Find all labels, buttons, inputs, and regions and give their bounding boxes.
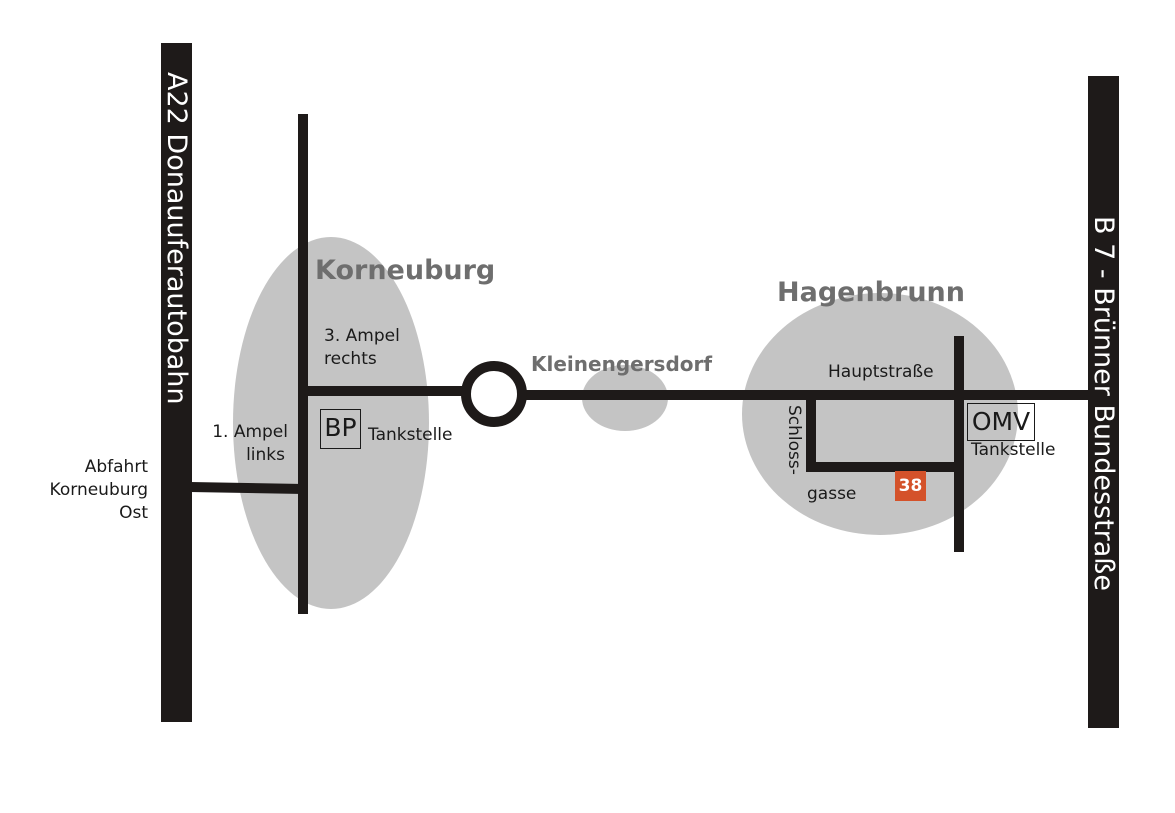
first-light-note: 1. Ampel links	[198, 421, 288, 467]
hagenbrunn-label: Hagenbrunn	[777, 277, 965, 308]
hagenbrunn-area	[742, 293, 1018, 535]
b7-highway	[1088, 76, 1119, 728]
bp-station-badge: BP	[320, 409, 361, 449]
exit-label: Abfahrt Korneuburg Ost	[22, 456, 148, 525]
schlossgasse-label-line-1: Schloss-	[784, 405, 804, 475]
korneuburg-area	[233, 237, 429, 609]
third-light-note: 3. Ampel rechts	[324, 325, 400, 371]
road-network	[189, 114, 1090, 614]
schlossgasse-label-line-2: gasse	[807, 484, 857, 504]
korneuburg-label: Korneuburg	[315, 255, 496, 286]
bp-tankstelle-label: Tankstelle	[368, 425, 453, 445]
hauptstrasse-label: Hauptstraße	[828, 362, 934, 382]
roundabout	[461, 361, 527, 427]
third-light-line-2: rechts	[324, 349, 377, 369]
exit-label-line-2: Korneuburg	[49, 480, 148, 500]
destination-marker: 38	[895, 471, 926, 501]
first-light-line-1: 1. Ampel	[212, 422, 288, 442]
third-light-line-1: 3. Ampel	[324, 326, 400, 346]
exit-road	[189, 482, 305, 494]
exit-label-line-1: Abfahrt	[84, 457, 148, 477]
first-light-line-2: links	[246, 445, 285, 465]
omv-station-badge: OMV	[967, 403, 1035, 441]
a22-highway-label: A22 Donauuferautobahn	[161, 72, 192, 405]
exit-label-line-3: Ost	[119, 503, 148, 523]
a22-highway	[161, 43, 192, 722]
b7-highway-label: B 7 - Brünner Bundesstraße	[1088, 216, 1119, 591]
omv-tankstelle-label: Tankstelle	[971, 440, 1056, 460]
kleinengersdorf-label: Kleinengersdorf	[531, 352, 713, 376]
